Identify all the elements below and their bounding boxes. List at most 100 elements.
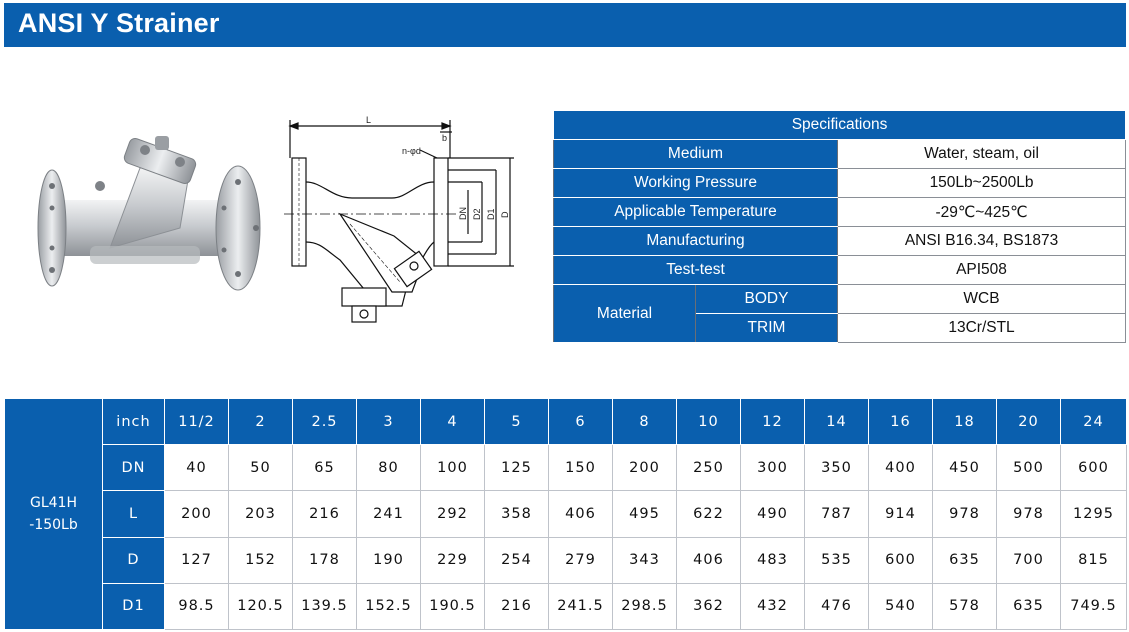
table-cell: 152.5	[356, 582, 421, 631]
table-cell: 495	[612, 490, 677, 538]
spec-label-test: Test-test	[553, 255, 838, 285]
table-cell: 80	[356, 444, 421, 492]
row-label: L	[102, 490, 165, 538]
table-cell: 362	[676, 582, 741, 631]
table-cell: 65	[292, 444, 357, 492]
size-header: 4	[420, 397, 485, 446]
inch-header: inch	[102, 397, 165, 446]
table-cell: 125	[484, 444, 549, 492]
table-cell: 100	[420, 444, 485, 492]
table-cell: 40	[164, 444, 229, 492]
table-cell: 540	[868, 582, 933, 631]
row-label: D1	[102, 582, 165, 631]
table-cell: 483	[740, 536, 805, 584]
table-cell: 406	[676, 536, 741, 584]
table-cell: 578	[932, 582, 997, 631]
table-cell: 279	[548, 536, 613, 584]
dim-label-l: L	[366, 115, 371, 125]
table-cell: 815	[1060, 536, 1127, 584]
size-header: 16	[868, 397, 933, 446]
spec-value-body: WCB	[836, 284, 1127, 314]
spec-label-temperature: Applicable Temperature	[553, 197, 838, 227]
table-cell: 120.5	[228, 582, 293, 631]
table-cell: 254	[484, 536, 549, 584]
spec-value-medium: Water, steam, oil	[836, 139, 1127, 169]
size-header: 20	[996, 397, 1061, 446]
page-title: ANSI Y Strainer	[18, 8, 220, 38]
spec-title: Specifications	[552, 110, 1127, 140]
spec-value-temperature: -29℃~425℃	[836, 197, 1127, 227]
size-header: 3	[356, 397, 421, 446]
table-cell: 178	[292, 536, 357, 584]
table-cell: 292	[420, 490, 485, 538]
table-cell: 914	[868, 490, 933, 538]
table-cell: 343	[612, 536, 677, 584]
technical-drawing: L n-φd b DN D2 D1 D	[284, 115, 514, 323]
size-header: 11/2	[164, 397, 229, 446]
size-header: 8	[612, 397, 677, 446]
table-cell: 358	[484, 490, 549, 538]
size-header: 6	[548, 397, 613, 446]
spec-sublabel-body: BODY	[695, 284, 838, 314]
spec-label-medium: Medium	[553, 139, 838, 169]
table-cell: 350	[804, 444, 869, 492]
table-cell: 200	[164, 490, 229, 538]
dim-label-dn: DN	[458, 207, 468, 220]
table-cell: 622	[676, 490, 741, 538]
spec-label-pressure: Working Pressure	[553, 168, 838, 198]
size-header: 18	[932, 397, 997, 446]
table-cell: 250	[676, 444, 741, 492]
table-cell: 600	[868, 536, 933, 584]
row-label: DN	[102, 444, 165, 492]
table-cell: 600	[1060, 444, 1127, 492]
model-line: -150Lb	[29, 517, 78, 533]
size-header: 24	[1060, 397, 1127, 446]
spec-label-manufacturing: Manufacturing	[553, 226, 838, 256]
spec-value-test: API508	[836, 255, 1127, 285]
table-cell: 978	[932, 490, 997, 538]
table-cell: 241	[356, 490, 421, 538]
size-header: 14	[804, 397, 869, 446]
size-header: 12	[740, 397, 805, 446]
table-cell: 635	[932, 536, 997, 584]
spec-value-manufacturing: ANSI B16.34, BS1873	[836, 226, 1127, 256]
size-header: 2	[228, 397, 293, 446]
table-cell: 150	[548, 444, 613, 492]
model-label: GL41H -150Lb	[4, 398, 103, 630]
table-cell: 241.5	[548, 582, 613, 631]
table-cell: 476	[804, 582, 869, 631]
table-cell: 978	[996, 490, 1061, 538]
table-cell: 216	[484, 582, 549, 631]
table-cell: 406	[548, 490, 613, 538]
table-cell: 50	[228, 444, 293, 492]
table-cell: 700	[996, 536, 1061, 584]
table-cell: 190	[356, 536, 421, 584]
row-label: D	[102, 536, 165, 584]
title-banner: ANSI Y Strainer	[4, 3, 1126, 47]
table-cell: 787	[804, 490, 869, 538]
table-cell: 203	[228, 490, 293, 538]
table-cell: 490	[740, 490, 805, 538]
table-cell: 139.5	[292, 582, 357, 631]
table-cell: 535	[804, 536, 869, 584]
dim-label-b: b	[442, 133, 447, 143]
table-cell: 152	[228, 536, 293, 584]
specifications-table: Specifications Medium Water, steam, oil …	[552, 110, 1127, 343]
table-cell: 127	[164, 536, 229, 584]
model-line: GL41H	[30, 495, 77, 511]
size-header: 10	[676, 397, 741, 446]
table-cell: 1295	[1060, 490, 1127, 538]
spec-label-material: Material	[553, 284, 696, 343]
table-cell: 216	[292, 490, 357, 538]
table-cell: 450	[932, 444, 997, 492]
table-cell: 98.5	[164, 582, 229, 631]
size-header: 2.5	[292, 397, 357, 446]
size-header: 5	[484, 397, 549, 446]
dim-label-bolt: n-φd	[402, 146, 421, 156]
